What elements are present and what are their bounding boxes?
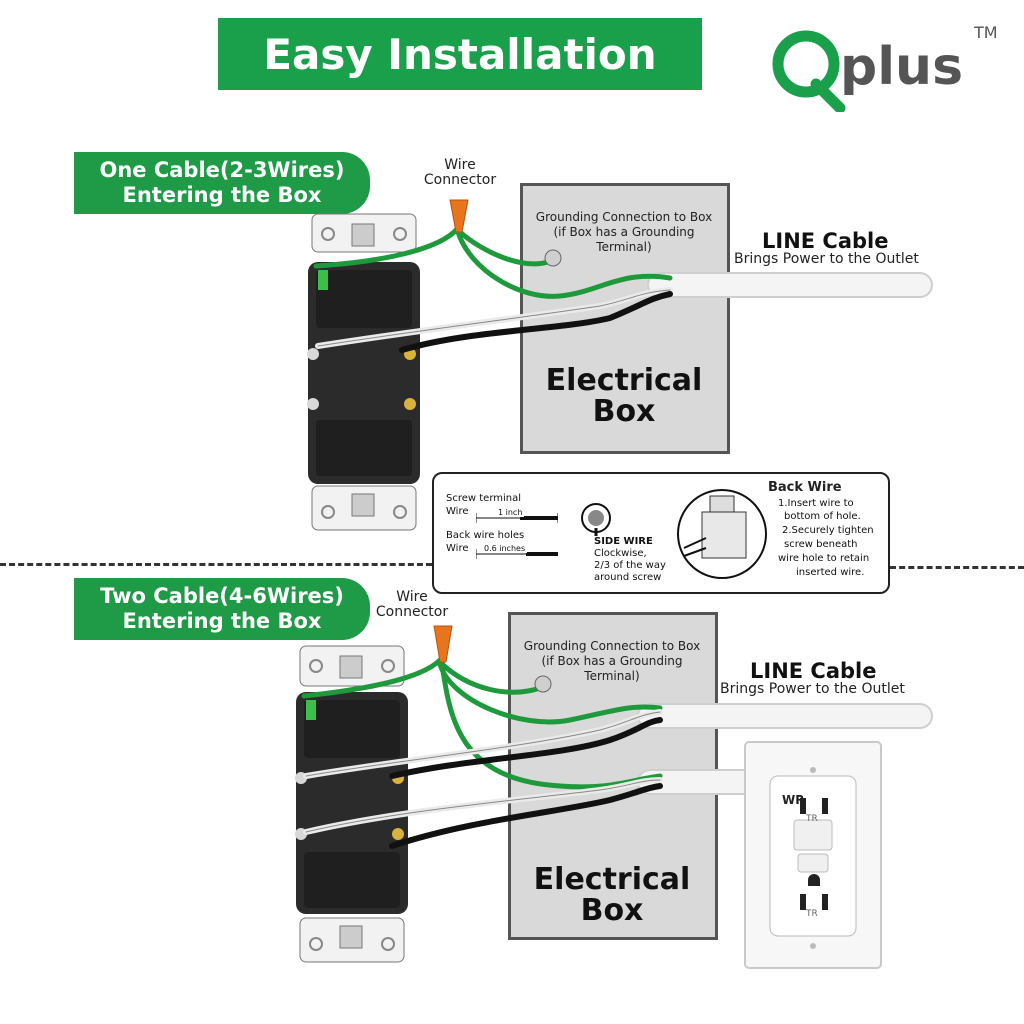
section-one-tab: One Cable(2-3Wires) Entering the Box [74,152,370,214]
side-wire-line3: around screw [594,572,662,583]
section-divider-right [890,566,1024,569]
line-cable-label-1: LINE Cable Brings Power to the Outlet [734,230,934,267]
back-wire-title: Back Wire [768,480,842,495]
section-two-tab-line2: Entering the Box [122,609,322,633]
one-inch-label: 1 inch [496,508,525,517]
line-cable-sub-1: Brings Power to the Outlet [734,251,919,267]
screw-terminal-label: Screw terminal [446,493,522,504]
side-wire-line2: 2/3 of the way [594,560,666,571]
electrical-box-2-line2: Box [580,893,644,928]
electrical-box-1-line1: Electrical [545,363,703,398]
grounding-note-1-line2: (if Box has a Grounding Terminal) [553,225,695,254]
electrical-box-1-line2: Box [592,394,656,429]
receptacle-1 [307,213,420,531]
electrical-box-1-label: Electrical Box [524,365,724,427]
wire-connector-label-2-line1: Wire [396,589,428,605]
back-wire-step-1: 1.Insert wire to [778,498,854,509]
outlet-tr-bottom: TR [806,909,818,919]
point-six-gauge [475,544,558,559]
grounding-note-2-line1: Grounding Connection to Box [523,639,701,653]
section-one-tab-line1: One Cable(2-3Wires) [99,158,345,182]
line-cable-title-1: LINE Cable [762,229,889,253]
grounding-note-1: Grounding Connection to Box (if Box has … [524,210,724,255]
section-two-tab: Two Cable(4-6Wires) Entering the Box [74,578,370,640]
line-cable-sub-2: Brings Power to the Outlet [720,681,905,697]
page-title: Easy Installation [263,29,657,79]
screw-terminal-wire-label: Wire [446,506,469,517]
wire-connector-label-2: Wire Connector [352,590,472,620]
back-wire-step-3: 2.Securely tighten [782,525,874,536]
side-wire-title: SIDE WIRE [594,536,653,547]
back-wire-step-4: screw beneath [784,539,858,550]
brand-name: plus [840,37,963,97]
section-divider [0,563,432,566]
electrical-box-2-label: Electrical Box [512,864,712,926]
side-wire-line1: Clockwise, [594,548,647,559]
brand-logo: plus TM [768,22,998,114]
wire-connector-label-2-line2: Connector [375,604,449,620]
back-wire-step-2: bottom of hole. [784,511,861,522]
back-wire-step-5: wire hole to retain [778,553,870,564]
back-wire-holes-label: Back wire holes [446,530,525,541]
receptacle-2 [295,645,408,963]
back-wire-holes-wire-label: Wire [446,543,469,554]
line-cable-label-2: LINE Cable Brings Power to the Outlet [720,660,920,697]
back-wire-diagram [674,482,770,582]
wire-connector-label-1: Wire Connector [400,158,520,188]
title-banner: Easy Installation [218,18,702,90]
section-one-tab-line2: Entering the Box [122,183,322,207]
electrical-box-1 [520,183,730,454]
grounding-note-2: Grounding Connection to Box (if Box has … [512,639,712,684]
back-wire-step-6: inserted wire. [796,567,865,578]
grounding-note-1-line1: Grounding Connection to Box [535,210,713,224]
point-six-label: 0.6 inches [482,544,528,553]
outlet-wr-label: WR [782,793,805,807]
gfci-outlet [744,741,882,969]
outlet-tr-top: TR [806,814,818,824]
trademark: TM [973,23,998,42]
grounding-note-2-line2: (if Box has a Grounding Terminal) [541,654,683,683]
wire-connector-label-1-line2: Connector [423,172,497,188]
electrical-box-2-line1: Electrical [533,862,691,897]
line-cable-title-2: LINE Cable [750,659,877,683]
section-two-tab-line1: Two Cable(4-6Wires) [100,584,344,608]
side-wire-screw-icon [578,500,614,536]
wire-connector-label-1-line1: Wire [444,157,476,173]
wiring-info-panel [432,472,890,594]
